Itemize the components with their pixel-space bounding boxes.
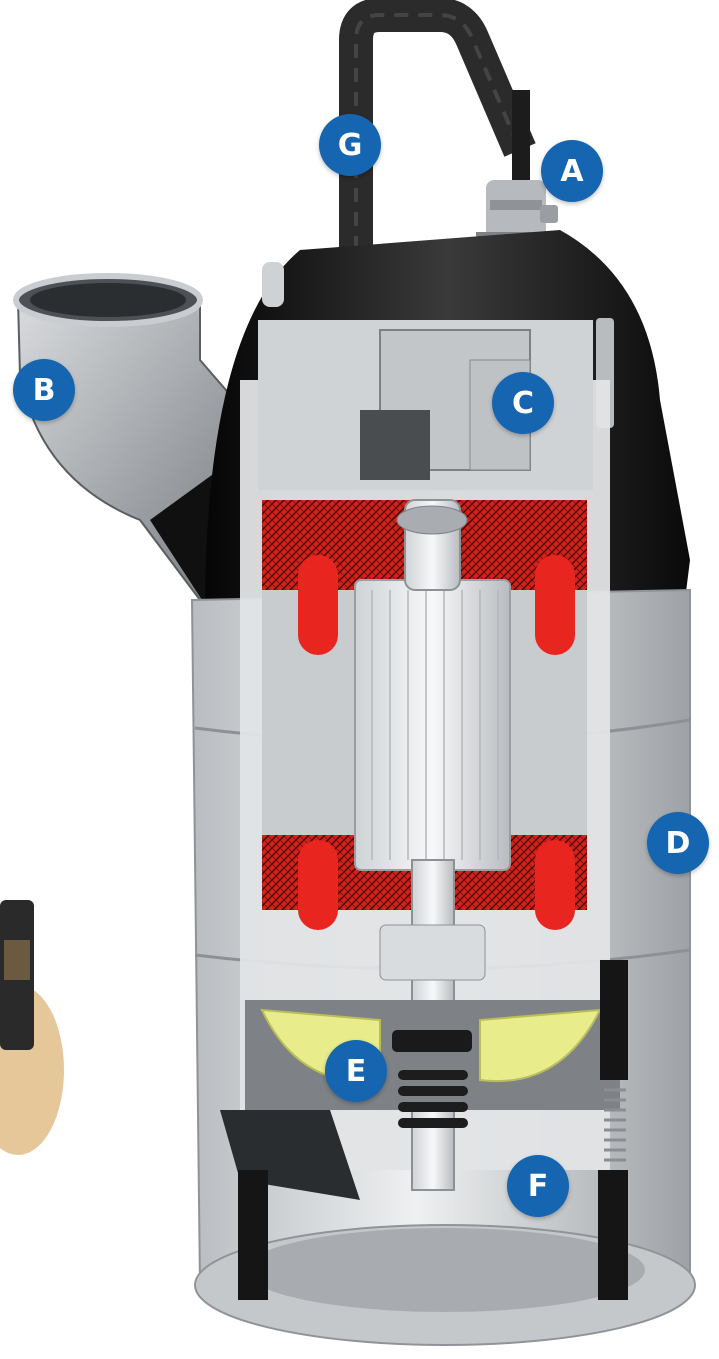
rotor xyxy=(354,579,511,871)
marker-a: A xyxy=(541,140,603,202)
motor-section xyxy=(240,320,610,1191)
marker-f-label: F xyxy=(527,1168,549,1204)
marker-c-label: C xyxy=(511,385,535,421)
marker-g: G xyxy=(319,114,381,176)
marker-d-label: D xyxy=(665,825,691,861)
marker-c: C xyxy=(492,372,554,434)
marker-b-label: B xyxy=(32,372,56,408)
marker-g-label: G xyxy=(337,127,363,163)
marker-e: E xyxy=(325,1040,387,1102)
carry-handle xyxy=(339,0,536,250)
background-pump-fragment xyxy=(0,900,64,1155)
marker-f: F xyxy=(507,1155,569,1217)
marker-e-label: E xyxy=(345,1053,367,1089)
marker-b: B xyxy=(13,359,75,421)
marker-d: D xyxy=(647,812,709,874)
marker-a-label: A xyxy=(560,153,584,189)
